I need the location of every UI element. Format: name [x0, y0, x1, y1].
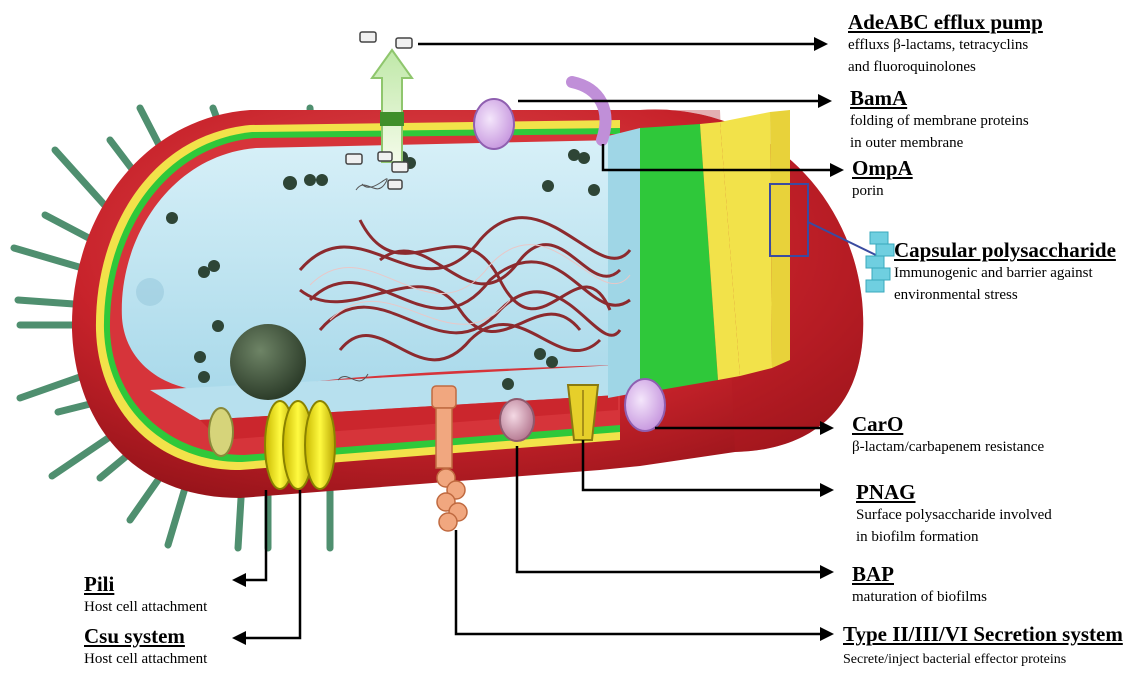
- label-bama-desc1: folding of membrane proteins: [850, 110, 1029, 132]
- label-caro: CarO β-lactam/carbapenem resistance: [852, 412, 1044, 458]
- label-bama-desc2: in outer membrane: [850, 132, 1029, 154]
- csu-system-icon: [265, 401, 335, 489]
- label-adeabc-title: AdeABC efflux pump: [848, 10, 1043, 34]
- label-ompa-desc1: porin: [852, 180, 913, 202]
- label-bap: BAP maturation of biofilms: [852, 562, 987, 608]
- label-secretion-title: Type II/III/VI Secretion system: [843, 620, 1123, 649]
- label-pili: Pili Host cell attachment: [84, 572, 207, 618]
- label-bap-desc1: maturation of biofilms: [852, 586, 987, 608]
- label-csu-title: Csu system: [84, 624, 207, 648]
- label-bama-title: BamA: [850, 86, 1029, 110]
- bap-icon: [500, 399, 534, 441]
- label-adeabc-desc1: effluxs β-lactams, tetracyclins: [848, 34, 1043, 56]
- label-caro-desc1: β-lactam/carbapenem resistance: [852, 436, 1044, 458]
- label-secretion-desc1: Secrete/inject bacterial effector protei…: [843, 649, 1123, 671]
- label-capsular-desc2: environmental stress: [894, 284, 1116, 306]
- label-pnag-desc1: Surface polysaccharide involved: [856, 504, 1052, 526]
- pnag-icon: [568, 385, 598, 440]
- label-secretion: Type II/III/VI Secretion system Secrete/…: [843, 620, 1123, 671]
- label-csu-desc1: Host cell attachment: [84, 648, 207, 670]
- label-capsular: Capsular polysaccharide Immunogenic and …: [894, 238, 1116, 306]
- label-pili-title: Pili: [84, 572, 207, 596]
- label-adeabc-desc2: and fluoroquinolones: [848, 56, 1043, 78]
- label-bap-title: BAP: [852, 562, 987, 586]
- capsular-blocks: [866, 232, 894, 292]
- label-capsular-desc1: Immunogenic and barrier against: [894, 262, 1116, 284]
- label-pili-desc1: Host cell attachment: [84, 596, 207, 618]
- label-pnag-desc2: in biofilm formation: [856, 526, 1052, 548]
- label-ompa: OmpA porin: [852, 156, 913, 202]
- porin-left-icon: [209, 408, 233, 456]
- label-caro-title: CarO: [852, 412, 1044, 436]
- label-pnag-title: PNAG: [856, 480, 1052, 504]
- label-ompa-title: OmpA: [852, 156, 913, 180]
- storage-granule: [230, 324, 306, 400]
- caro-icon: [625, 379, 665, 431]
- label-pnag: PNAG Surface polysaccharide involved in …: [856, 480, 1052, 548]
- bama-icon: [474, 99, 514, 149]
- label-adeabc: AdeABC efflux pump effluxs β-lactams, te…: [848, 10, 1043, 78]
- label-capsular-title: Capsular polysaccharide: [894, 238, 1116, 262]
- label-csu: Csu system Host cell attachment: [84, 624, 207, 670]
- label-bama: BamA folding of membrane proteins in out…: [850, 86, 1029, 154]
